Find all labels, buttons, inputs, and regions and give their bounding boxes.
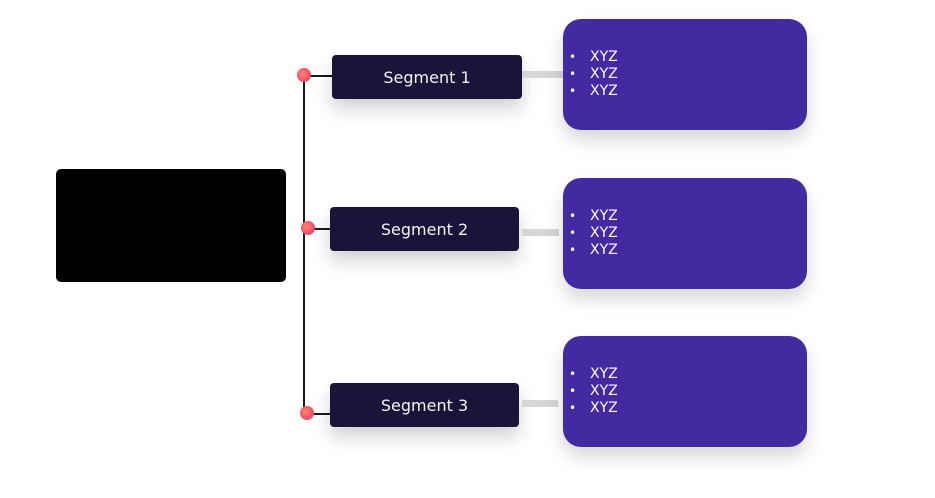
list-item: • XYZ: [569, 208, 807, 225]
list-item-text: XYZ: [590, 208, 618, 224]
segment-2-card: • XYZ • XYZ • XYZ: [563, 178, 807, 289]
node-dot-2: [301, 221, 315, 235]
root-node: [56, 169, 286, 282]
branch-line-1: [304, 75, 333, 77]
list-item: • XYZ: [569, 225, 807, 242]
list-item-text: XYZ: [590, 66, 618, 82]
list-item-text: XYZ: [590, 242, 618, 258]
list-item: • XYZ: [569, 66, 807, 83]
list-item-text: XYZ: [590, 225, 618, 241]
tree-trunk-line: [303, 75, 305, 414]
segment-3-box: Segment 3: [330, 383, 519, 427]
list-item-text: XYZ: [590, 383, 618, 399]
list-item-text: XYZ: [590, 366, 618, 382]
list-item-text: XYZ: [590, 83, 618, 99]
list-item: • XYZ: [569, 83, 807, 100]
segment-1-label: Segment 1: [383, 67, 471, 87]
branch-line-3: [304, 413, 330, 415]
segment-1-box: Segment 1: [332, 55, 522, 99]
segment-3-connector: [522, 400, 558, 407]
bullet-icon: •: [569, 67, 577, 81]
list-item: • XYZ: [569, 400, 807, 417]
list-item: • XYZ: [569, 366, 807, 383]
node-dot-1: [297, 68, 311, 82]
node-dot-3: [300, 406, 314, 420]
segment-1-connector: [522, 71, 563, 78]
list-item-text: XYZ: [590, 49, 618, 65]
segment-1-list: • XYZ • XYZ • XYZ: [569, 49, 807, 100]
bullet-icon: •: [569, 50, 577, 64]
segment-2-label: Segment 2: [380, 219, 469, 239]
bullet-icon: •: [569, 401, 577, 415]
bullet-icon: •: [569, 243, 577, 257]
segment-2-list: • XYZ • XYZ • XYZ: [569, 208, 807, 259]
list-item: • XYZ: [569, 49, 807, 66]
branch-line-2: [304, 228, 330, 230]
segment-3-card: • XYZ • XYZ • XYZ: [563, 336, 807, 447]
segment-3-label: Segment 3: [380, 395, 469, 415]
segment-2-box: Segment 2: [330, 207, 519, 251]
bullet-icon: •: [569, 226, 577, 240]
bullet-icon: •: [569, 209, 577, 223]
segment-1-card: • XYZ • XYZ • XYZ: [563, 19, 807, 130]
list-item: • XYZ: [569, 383, 807, 400]
list-item-text: XYZ: [590, 400, 618, 416]
bullet-icon: •: [569, 384, 577, 398]
segment-2-connector: [522, 229, 559, 236]
segment-3-list: • XYZ • XYZ • XYZ: [569, 366, 807, 417]
bullet-icon: •: [569, 84, 577, 98]
list-item: • XYZ: [569, 242, 807, 259]
bullet-icon: •: [569, 367, 577, 381]
